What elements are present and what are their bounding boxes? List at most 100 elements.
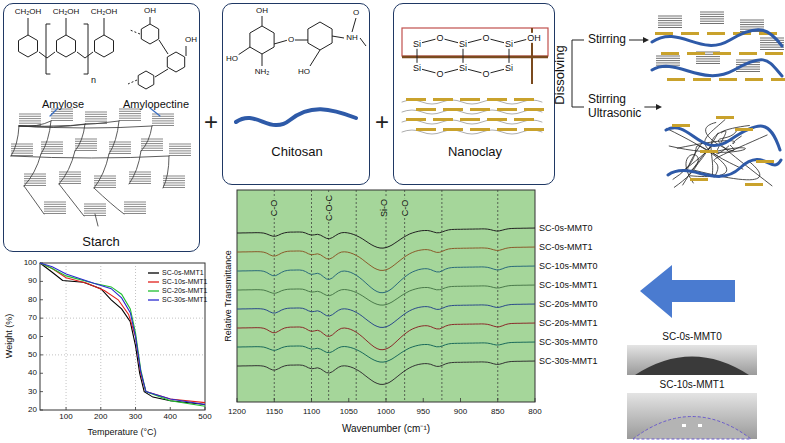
lamella	[109, 153, 131, 154]
lamella	[24, 178, 46, 179]
flow-arrow	[644, 107, 658, 108]
lamella	[51, 120, 73, 121]
lamella	[94, 178, 116, 179]
grid-line	[40, 354, 205, 355]
lamella	[85, 116, 107, 117]
lamella	[656, 62, 680, 63]
bond	[28, 18, 29, 35]
atom-label: Si	[458, 39, 468, 49]
atom-label: OH	[526, 33, 542, 43]
tick-mark	[170, 407, 171, 410]
sugar-ring	[138, 71, 154, 89]
arrow-head	[656, 104, 662, 110]
lamella	[141, 145, 163, 146]
branch-chain	[24, 186, 44, 214]
bond	[463, 48, 464, 64]
branch-line	[572, 40, 584, 41]
lamella	[44, 204, 66, 205]
lamella	[119, 115, 141, 116]
lamella	[11, 146, 33, 147]
clay-platelet	[672, 124, 690, 127]
bond	[294, 40, 308, 41]
sugar-ring	[19, 35, 38, 57]
ftir-spectrum	[237, 342, 535, 362]
tick-mark	[497, 398, 498, 402]
chitosan-chain	[666, 126, 780, 150]
tick-label: 100	[59, 412, 72, 421]
clay-platelet	[745, 183, 763, 186]
tick-mark	[40, 373, 43, 374]
clay-platelet	[745, 78, 763, 81]
lamella	[84, 204, 106, 205]
tick-label: 1000	[377, 407, 395, 416]
tick-mark	[535, 398, 536, 402]
lamella	[44, 211, 66, 212]
bond	[238, 47, 250, 55]
atom-label: O	[352, 8, 360, 17]
atom-label: NH	[345, 33, 359, 42]
lamella	[169, 148, 191, 149]
clay-platelet	[771, 78, 785, 81]
lamella	[119, 118, 141, 119]
lamella	[19, 118, 41, 119]
sugar-ring	[141, 24, 158, 44]
droplet-photo	[627, 393, 757, 439]
lamella	[700, 14, 724, 15]
starch-chain	[705, 123, 734, 151]
lamella	[24, 176, 46, 177]
tick-mark	[40, 354, 43, 355]
bond	[186, 46, 187, 56]
tick-label: 1050	[340, 407, 358, 416]
lamella	[44, 206, 66, 207]
clay-platelet	[735, 128, 753, 131]
process-label: Stirring	[588, 33, 626, 47]
sample-label: SC-30s-MMT1	[539, 356, 598, 366]
clay-platelet	[433, 98, 453, 101]
sample-label: SC-10s-MMT0	[539, 261, 598, 271]
process-label: Ultrasonic	[588, 107, 641, 121]
atom-label: Si	[504, 63, 514, 73]
sample-label: SC-20s-MMT0	[539, 299, 598, 309]
lamella	[152, 116, 174, 117]
lamella	[658, 25, 682, 26]
atom-label: CH₂OH	[90, 7, 119, 16]
lamella	[760, 38, 784, 39]
starch-chain	[667, 129, 727, 177]
tick-mark	[237, 398, 238, 402]
silicate-layer	[402, 56, 548, 59]
lamella	[24, 185, 46, 186]
droplet	[635, 357, 749, 376]
sugar-ring	[167, 52, 184, 72]
lamella	[59, 181, 81, 182]
si-o-bonds	[417, 38, 532, 44]
branch-chain	[75, 124, 85, 151]
lamella	[760, 40, 784, 41]
atom-label: O	[287, 35, 295, 44]
lamella	[11, 144, 33, 145]
lamella	[163, 182, 185, 183]
tick-mark	[40, 391, 43, 392]
amylose-label: Amylose	[42, 98, 84, 111]
clay-platelet	[765, 52, 783, 55]
plus-sign: +	[204, 108, 218, 136]
bond	[360, 38, 366, 46]
sugar-ring	[308, 22, 332, 50]
lamella	[124, 208, 146, 209]
lamella	[85, 112, 107, 113]
lamella	[760, 49, 784, 50]
branch-chain	[59, 151, 75, 184]
lamella	[129, 181, 151, 182]
atom-label: Si	[412, 39, 422, 49]
branch-chain	[109, 121, 119, 154]
atom-label: OH	[255, 6, 269, 15]
lamella	[51, 118, 73, 119]
lamella	[129, 176, 151, 177]
lamella	[152, 114, 174, 115]
peak-guide	[497, 190, 498, 402]
lamella	[124, 211, 146, 212]
process-label: Dissolving	[553, 45, 568, 104]
tick-mark	[135, 407, 136, 410]
tick-label: 30	[28, 387, 37, 396]
chitosan-chain	[236, 109, 356, 125]
lamella	[19, 123, 41, 124]
